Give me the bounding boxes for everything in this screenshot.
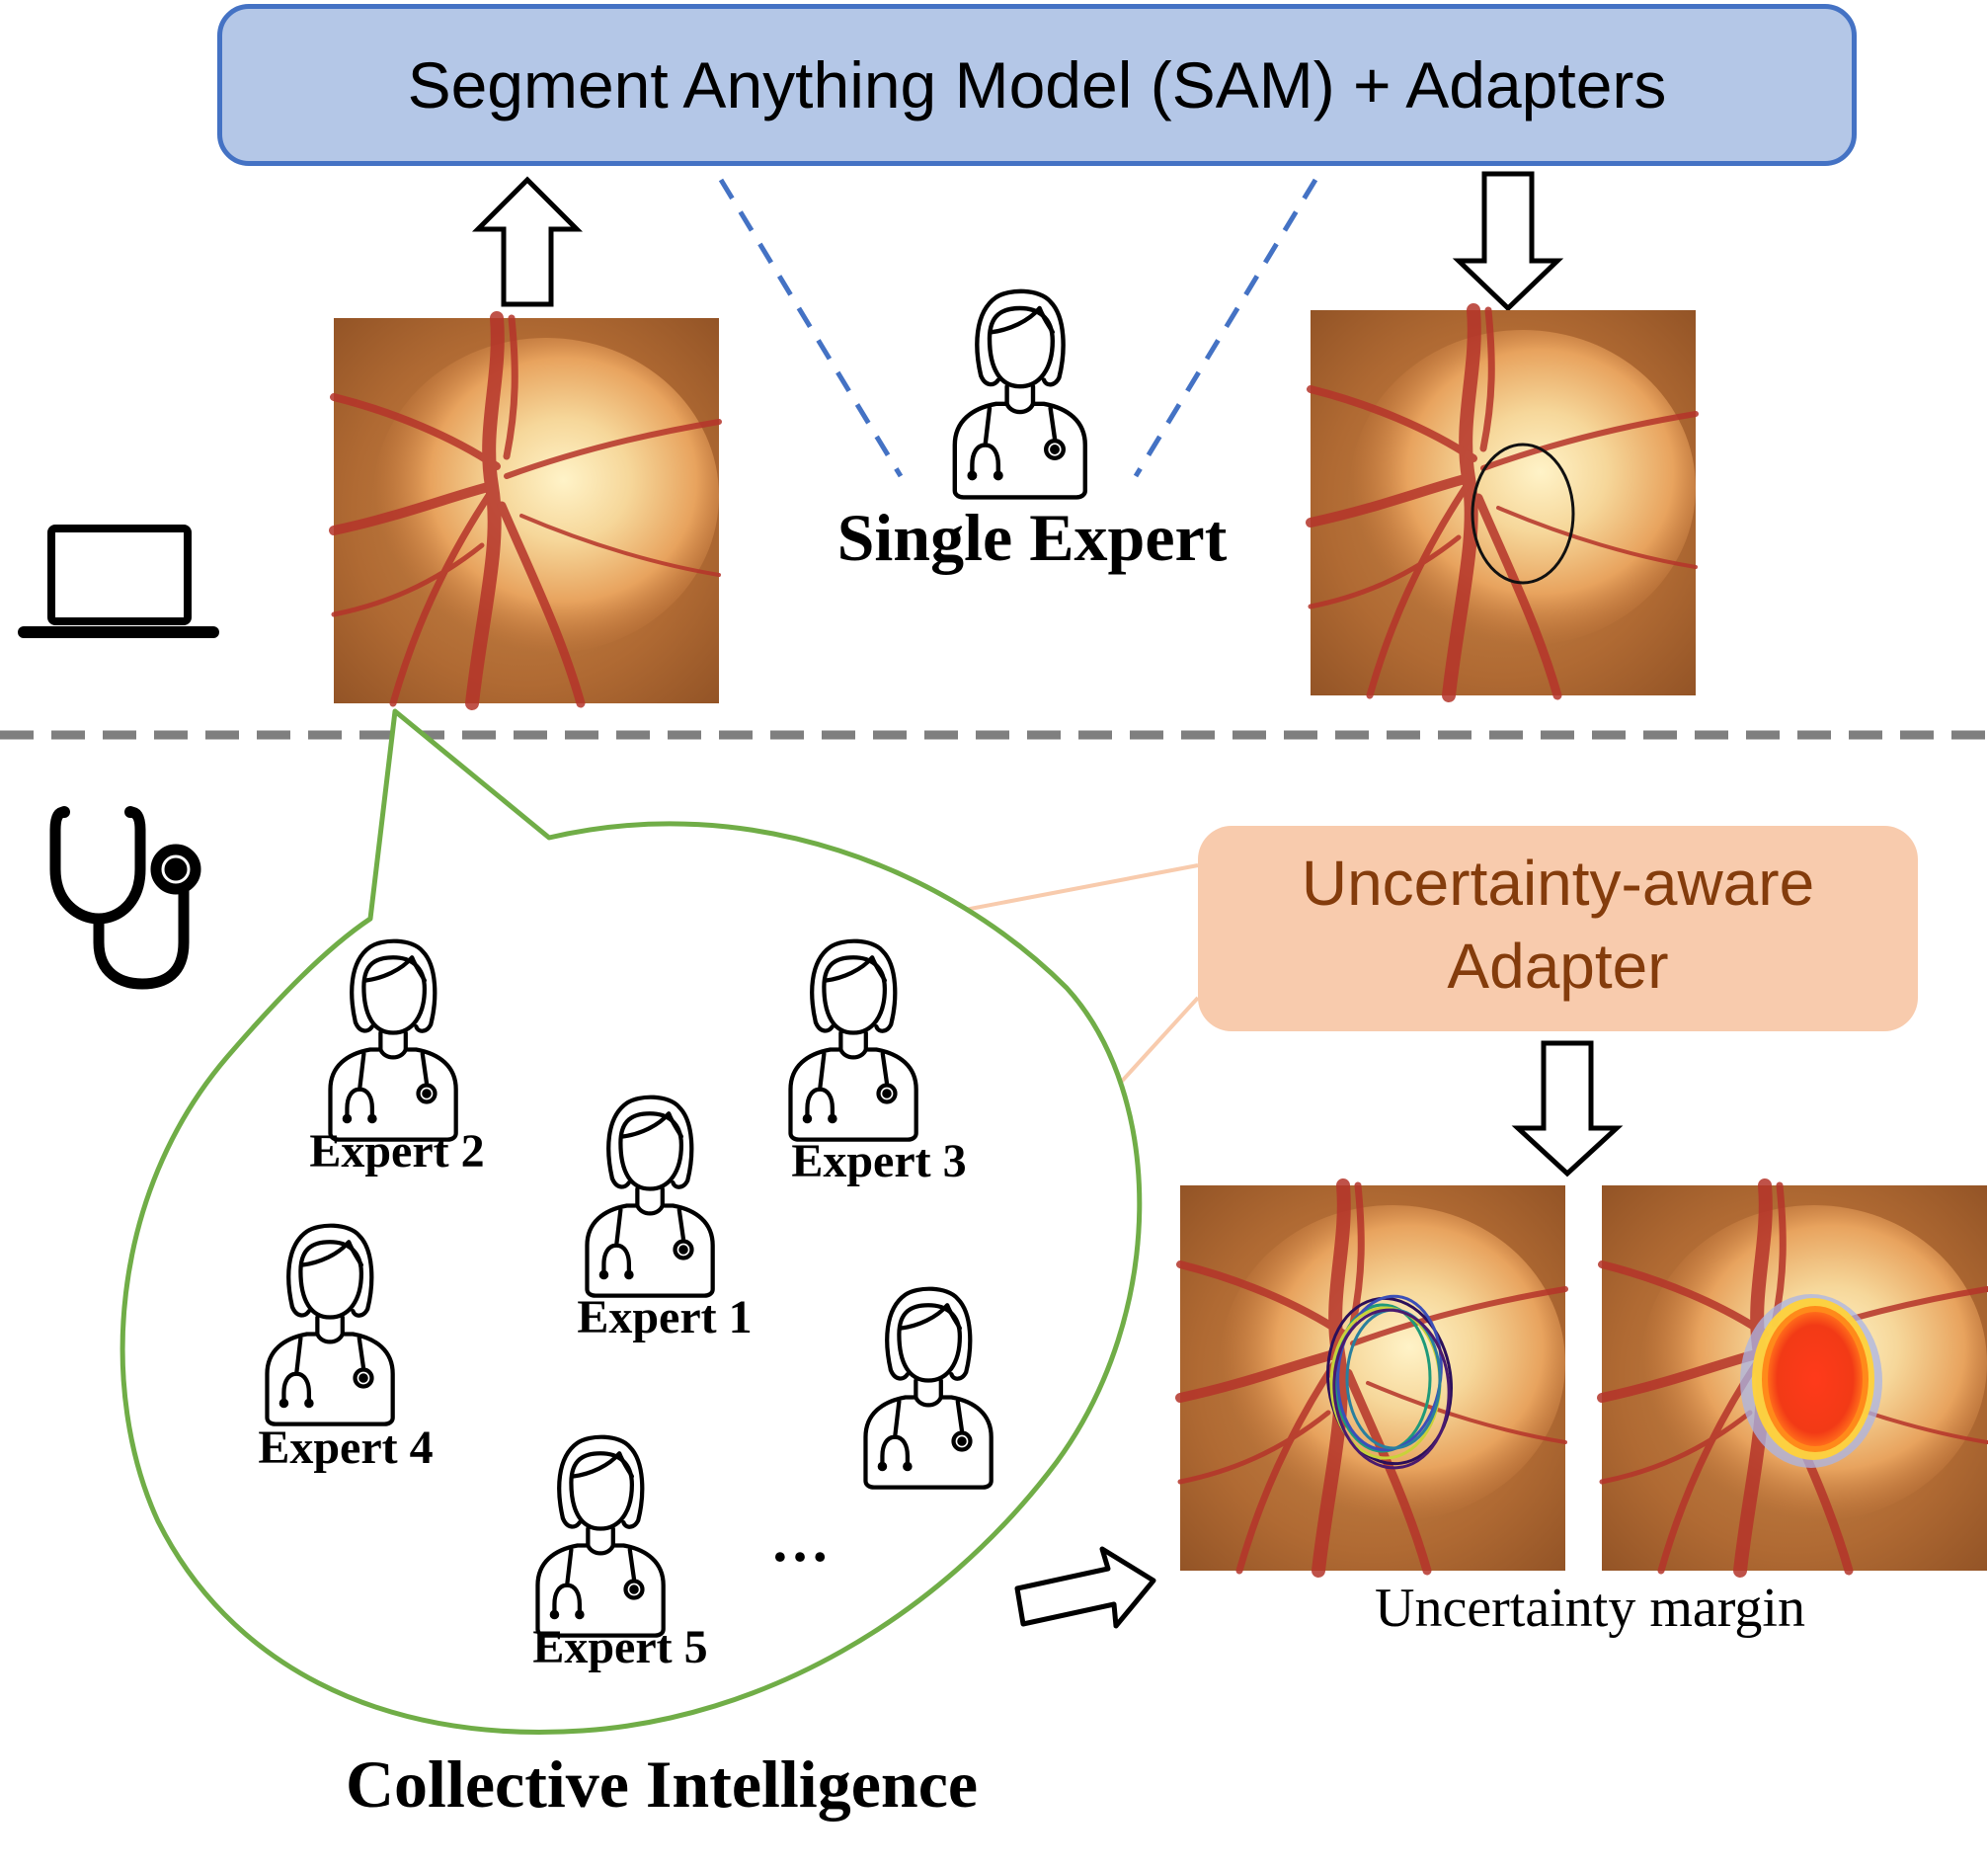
sam-box: [217, 4, 1857, 166]
down-arrow-icon: [1452, 171, 1564, 312]
stethoscope-icon: [49, 806, 201, 990]
multi-expert-contours-image: [1180, 1185, 1565, 1571]
single-expert-label: Single Expert: [836, 500, 1228, 575]
expert-3-label: Expert 3: [791, 1135, 967, 1187]
adapter-box: [1198, 826, 1918, 1031]
sam-link-right: [1133, 178, 1318, 478]
stethoscope-earpiece-left: [58, 806, 70, 818]
uncertainty-margin-image: [1602, 1185, 1987, 1571]
right-arrow-icon: [1014, 1546, 1156, 1629]
laptop-icon: [18, 525, 219, 638]
sam-title: Segment Anything Model (SAM) + Adapters: [407, 48, 1667, 122]
adapter-title: Uncertainty-aware Adapter: [1301, 848, 1815, 1002]
adapter-down-arrow-icon: [1511, 1040, 1624, 1178]
expert-1-label: Expert 1: [577, 1291, 753, 1343]
expert-4-label: Expert 4: [258, 1421, 434, 1474]
uncertainty-margin-label: Uncertainty margin: [1375, 1578, 1805, 1639]
expert-2-label: Expert 2: [309, 1125, 485, 1178]
adapter-connector-top: [943, 863, 1199, 916]
single-expert-output-image: [1311, 310, 1696, 695]
collective-intelligence-label: Collective Intelligence: [345, 1746, 979, 1822]
up-arrow-icon: [471, 176, 584, 307]
input-fundus-image: [334, 318, 719, 703]
expert-5-label: Expert 5: [532, 1621, 708, 1673]
stethoscope-earpiece-right: [124, 806, 136, 818]
collective-bubble: [119, 708, 1143, 1735]
single-segmentation-contour: [1471, 443, 1575, 585]
single-expert-doctor-icon: [955, 291, 1085, 498]
more-experts-ellipsis: …: [770, 1508, 835, 1574]
sam-link-left: [718, 178, 904, 478]
